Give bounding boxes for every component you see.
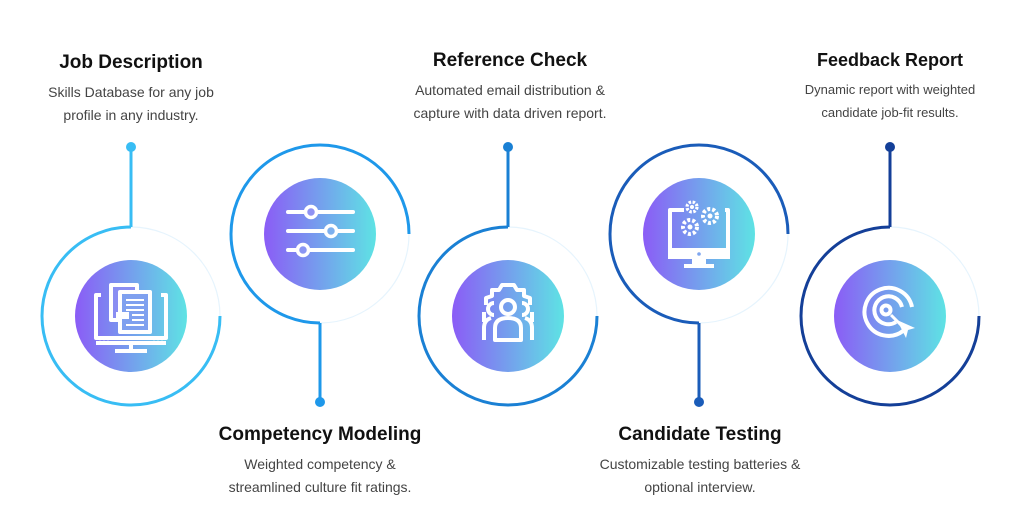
- step-description: Customizable testing batteries & optiona…: [570, 453, 830, 499]
- team-gear-icon: [482, 283, 534, 342]
- monitor-gears-icon: [668, 200, 730, 268]
- connector-dot: [126, 142, 136, 152]
- step-description-line: Dynamic report with weighted: [804, 82, 976, 97]
- ring-arc: [417, 225, 599, 407]
- step-description: Dynamic report with weighted candidate j…: [760, 78, 1020, 124]
- icon-badge: [643, 178, 755, 290]
- connector-dot: [315, 397, 325, 407]
- step-reference-check-node: [417, 142, 599, 407]
- ring-arc: [608, 143, 790, 325]
- step-candidate-testing: Candidate Testing Customizable testing b…: [570, 423, 830, 499]
- step-description-line: optional interview.: [644, 479, 756, 495]
- ring-arc: [229, 143, 411, 325]
- step-description-line: Skills Database for any job: [48, 84, 214, 100]
- ring-arc: [799, 225, 981, 407]
- step-reference-check: Reference Check Automated email distribu…: [380, 49, 640, 125]
- computer-documents-icon: [94, 283, 168, 353]
- step-description: Weighted competency & streamlined cultur…: [190, 453, 450, 499]
- step-description-line: profile in any industry.: [63, 107, 199, 123]
- step-title: Competency Modeling: [218, 424, 422, 445]
- step-feedback-report-node: [799, 142, 981, 407]
- step-description: Automated email distribution & capture w…: [380, 79, 640, 125]
- connector-dot: [503, 142, 513, 152]
- sliders-icon: [286, 204, 355, 258]
- step-description-line: Weighted competency &: [244, 456, 396, 472]
- step-description-line: Customizable testing batteries &: [599, 456, 801, 472]
- target-cursor-icon: [862, 285, 915, 338]
- step-title: Job Description: [59, 52, 203, 73]
- step-competency-modeling-node: [229, 143, 411, 407]
- step-description-line: candidate job-fit results.: [821, 105, 959, 120]
- step-title: Reference Check: [432, 50, 588, 71]
- step-job-description: Job Description Skills Database for any …: [1, 51, 261, 127]
- step-description-line: streamlined culture fit ratings.: [228, 479, 412, 495]
- connector-dot: [885, 142, 895, 152]
- step-description-line: Automated email distribution &: [415, 82, 605, 98]
- step-title: Feedback Report: [816, 50, 964, 70]
- step-feedback-report: Feedback Report Dynamic report with weig…: [760, 48, 1020, 124]
- step-competency-modeling: Competency Modeling Weighted competency …: [190, 423, 450, 499]
- step-description: Skills Database for any job profile in a…: [1, 81, 261, 127]
- icon-badge: [264, 178, 376, 290]
- step-job-description-node: [40, 142, 222, 407]
- step-title: Candidate Testing: [618, 424, 782, 445]
- ring-arc: [40, 225, 222, 407]
- step-description-line: capture with data driven report.: [413, 105, 607, 121]
- connector-dot: [694, 397, 704, 407]
- step-candidate-testing-node: [608, 143, 790, 407]
